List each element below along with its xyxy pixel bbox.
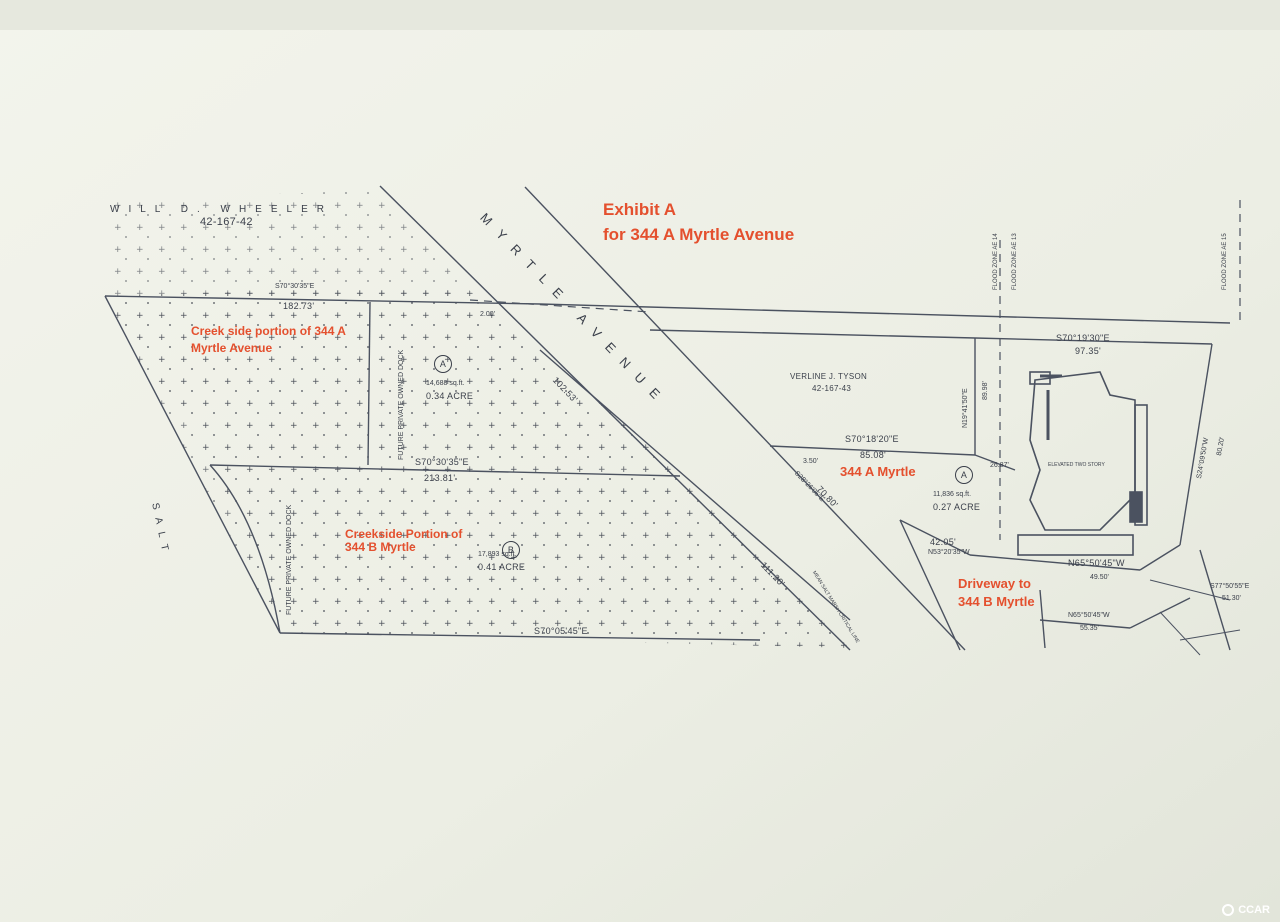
parcel-a-circle: A <box>434 355 452 373</box>
bearing-top-right-dist: 97.35' <box>1075 346 1102 356</box>
bearing-bottom: S70°05'45"E <box>534 626 588 636</box>
tyson-parcel-id: 42-167-43 <box>812 384 852 393</box>
exhibit-title: Exhibit A <box>603 200 677 219</box>
north-boundary <box>104 295 541 305</box>
bearing-n65-lower-dist: 55.35' <box>1080 625 1099 632</box>
driveway-label-2: 344 B Myrtle <box>958 594 1035 609</box>
parcel-a-sqft: 14,688 sq.ft. <box>426 380 465 387</box>
bearing-middle: S70°30'35"E <box>415 457 469 467</box>
bearing-n19: N19°41'50"E <box>962 388 969 428</box>
bearing-s77: S77°50'55"E <box>1210 583 1250 590</box>
bearing-middle-dist: 213.81' <box>424 473 456 483</box>
creek-a-label-1: Creek side portion of 344 A <box>191 324 346 338</box>
creek-b-label-1: Creekside Portion of <box>345 527 463 541</box>
small-dist-3: 26.87' <box>990 462 1009 469</box>
flood-zone-3: FLOOD ZONE AE 15 <box>1222 233 1228 290</box>
ccar-logo-icon <box>1222 904 1235 916</box>
driveway-label-1: Driveway to <box>958 576 1031 591</box>
bearing-north-top: S70°30'35"E <box>275 283 315 290</box>
parcel-b-acre: 0.41 ACRE <box>478 562 526 572</box>
bearing-n53: N53°20'35"W <box>928 549 970 556</box>
north-hatch <box>105 190 470 296</box>
parcel-a-acre: 0.34 ACRE <box>426 391 474 401</box>
bearing-n65-dist: 49.50' <box>1090 574 1109 581</box>
top-shadow <box>0 0 1280 30</box>
bearing-top-right: S70°19'30"E <box>1056 333 1110 343</box>
ccar-watermark-text: CCAR <box>1238 904 1270 916</box>
dock-a-note: FUTURE PRIVATE OWNED DOCK <box>398 349 405 460</box>
dock-b-note: FUTURE PRIVATE OWNED DOCK <box>286 504 293 615</box>
flood-zone-1: FLOOD ZONE AE 14 <box>993 233 999 290</box>
bearing-n65: N65°50'45"W <box>1068 558 1125 568</box>
bearing-north-top-dist: 182.73' <box>283 301 315 311</box>
creek-b-label-2: 344 B Myrtle <box>345 540 416 554</box>
bearing-tyson: S70°18'20"E <box>845 434 899 444</box>
bearing-n65-lower: N65°50'45"W <box>1068 612 1110 619</box>
parcel-a-hatch <box>105 284 680 470</box>
small-dist-2: 2.00' <box>480 311 495 318</box>
flood-zone-2: FLOOD ZONE AE 13 <box>1012 233 1018 290</box>
street-east-line <box>524 186 966 651</box>
house-parcel-circle: A <box>955 466 973 484</box>
bearing-tyson-dist: 85.08' <box>860 450 887 460</box>
lot-a-label: 344 A Myrtle <box>840 464 916 479</box>
parcel-b-hatch <box>210 465 850 648</box>
house-note: ELEVATED TWO STORY <box>1048 462 1105 468</box>
house-footprint <box>1029 371 1136 531</box>
creek-a-label-2: Myrtle Avenue <box>191 341 273 355</box>
house-parcel-acre: 0.27 ACRE <box>933 502 981 512</box>
bearing-n53-dist: 42.05' <box>930 537 957 547</box>
wheeler-owner-name: WILL D. WHEELER <box>110 204 333 215</box>
street-west-line <box>379 185 851 651</box>
ccar-watermark: CCAR <box>1222 904 1270 916</box>
house-parcel-sqft: 11,836 sq.ft. <box>933 491 972 498</box>
wheeler-parcel-id: 42-167-42 <box>200 216 253 228</box>
west-boundary <box>104 295 281 634</box>
parcel-b-sqft: 17,893 sq.ft. <box>478 551 517 558</box>
bearing-n19-dist: 89.98' <box>982 381 989 400</box>
parcel-b-circle: B <box>502 541 520 559</box>
middle-boundary <box>209 464 681 477</box>
bearing-s77-dist: 51.30' <box>1222 595 1241 602</box>
south-boundary <box>279 632 761 641</box>
small-dist-1: 3.50' <box>803 458 818 465</box>
tyson-owner-name: VERLINE J. TYSON <box>790 372 868 381</box>
exhibit-subtitle: for 344 A Myrtle Avenue <box>603 225 795 244</box>
